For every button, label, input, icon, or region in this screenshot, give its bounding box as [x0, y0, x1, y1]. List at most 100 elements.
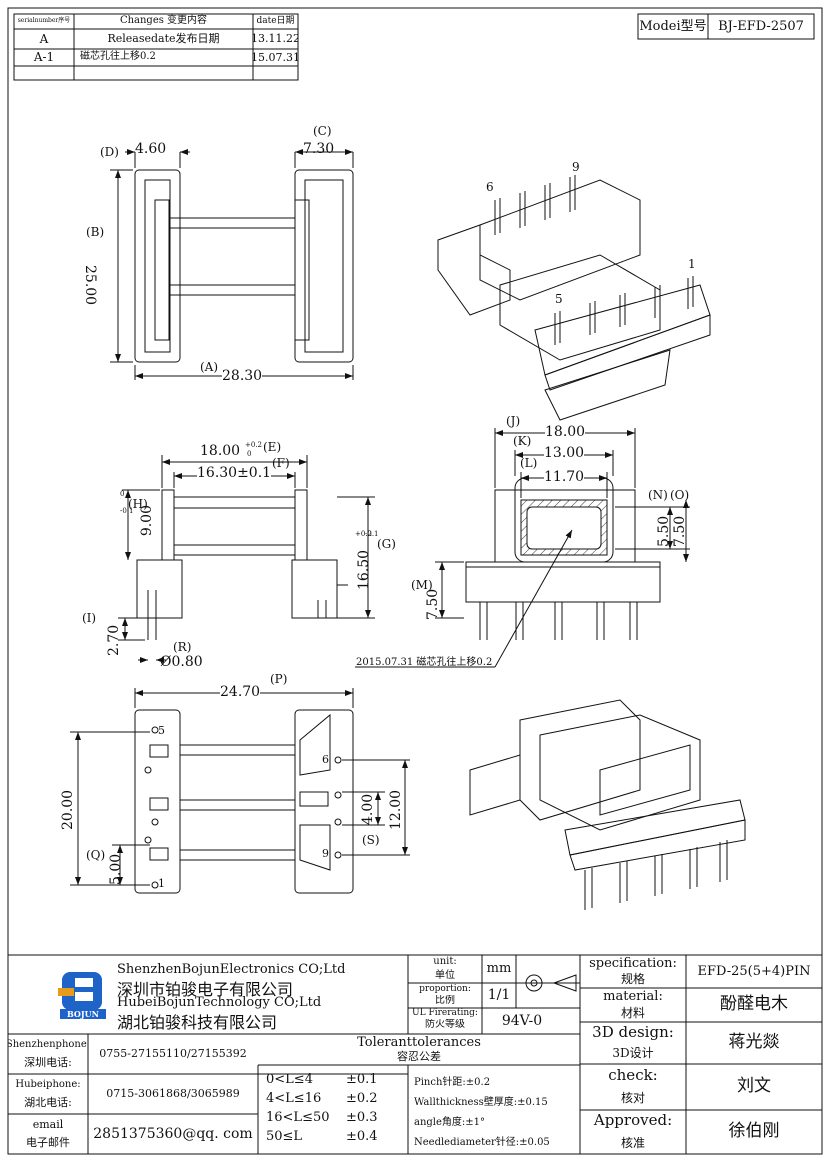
- pin-5-label: 5: [555, 292, 563, 306]
- dim-i-label: (I): [82, 611, 97, 625]
- dim-r-label: (R): [173, 640, 192, 654]
- proportion-value: 1/1: [487, 987, 511, 1004]
- dim-m-value: 7.50: [425, 588, 441, 620]
- row-change: Releasedate发布日期: [107, 32, 220, 46]
- col-changes-header: Changes 变更内容: [119, 15, 208, 27]
- tol-note: Needlediameter针径:±0.05: [414, 1137, 550, 1148]
- dim-s-value2: 12.00: [388, 789, 404, 830]
- row-date: 15.07.31: [253, 50, 298, 64]
- tol-note: angle角度:±1°: [414, 1117, 486, 1128]
- dim-s-value: 4.00: [360, 793, 376, 825]
- dim-n-label: (N): [648, 488, 668, 502]
- col-date-header: date日期: [256, 15, 295, 26]
- revision-table-grid: [13, 13, 299, 81]
- tolerance-title: Toleranttolerances: [357, 1035, 481, 1050]
- dim-h-tol2: -0.1: [120, 507, 134, 515]
- material-label-cn: 材料: [620, 1006, 645, 1021]
- tol-note: Pinch针距:±0.2: [414, 1077, 491, 1088]
- revision-note: 2015.07.31 磁芯孔往上移0.2: [356, 657, 493, 668]
- design-value: 蒋光燚: [728, 1032, 780, 1053]
- approved-value: 徐伯刚: [728, 1121, 780, 1142]
- dim-20-value: 20.00: [60, 789, 76, 830]
- dim-e-tol: +0.2: [245, 441, 262, 449]
- section-view: [355, 428, 690, 668]
- dim-g-tol: +0.2: [355, 530, 372, 538]
- dim-n-value: 5.50: [656, 515, 672, 547]
- dim-a-value: 28.30: [222, 368, 263, 384]
- email-label-cn: 电子邮件: [26, 1136, 70, 1150]
- tol-range: 4<L≤16: [266, 1091, 322, 1106]
- dim-h-label: (H): [128, 497, 148, 511]
- dim-e-value: 18.00: [200, 443, 241, 459]
- design-label-cn: 3D设计: [612, 1046, 654, 1061]
- pin-9-bottom: 9: [322, 847, 329, 860]
- sz-phone-label-cn: 深圳电话:: [24, 1056, 72, 1070]
- company-name-en-2: HubeiBojunTechnology CO;Ltd: [117, 995, 322, 1010]
- title-block-grid: [7, 954, 823, 1155]
- bojun-logo: [58, 972, 102, 1010]
- tol-value: ±0.3: [346, 1110, 378, 1125]
- unit-value: mm: [486, 961, 512, 977]
- check-label: check:: [608, 1065, 658, 1084]
- dim-f-label: (F): [272, 456, 290, 470]
- side-view: [118, 455, 375, 663]
- dim-e-tol2: 0: [247, 450, 252, 458]
- iso-view-bottom: [469, 699, 746, 910]
- dim-l-value: 11.70: [544, 469, 585, 485]
- material-value: 酚醛电木: [720, 994, 788, 1015]
- unit-label-cn: 单位: [435, 969, 455, 981]
- pin-1-label: 1: [688, 257, 696, 271]
- dim-h-value: 9.00: [139, 505, 156, 537]
- company-name-cn-2: 湖北铂骏科技有限公司: [117, 1013, 278, 1032]
- dim-e-label: (E): [263, 440, 282, 454]
- pin-5-bottom: 5: [158, 724, 165, 737]
- company-name-cn-1: 深圳市铂骏电子有限公司: [117, 980, 294, 999]
- dim-p-value: 24.70: [220, 684, 261, 700]
- proportion-label: proportion:: [419, 983, 471, 994]
- row-change: 磁芯孔往上移0.2: [80, 51, 156, 63]
- dim-p-label: (P): [270, 672, 288, 686]
- pin-6-label: 6: [486, 180, 494, 194]
- spec-label: specification:: [589, 955, 677, 971]
- dim-r-value: Ø0.80: [160, 654, 203, 670]
- model-label: Modei型号: [639, 18, 707, 34]
- dim-j-value: 18.00: [545, 424, 586, 440]
- dim-g-value: 16.50: [356, 549, 372, 590]
- dim-s-label: (S): [362, 833, 380, 847]
- dim-o-label: (O): [670, 488, 690, 502]
- dim-o-value: 7.50: [672, 515, 688, 547]
- dim-d-label: (D): [100, 145, 119, 159]
- hb-phone-label: Hubeiphone:: [15, 1078, 81, 1090]
- dim-g-label: (G): [377, 537, 396, 551]
- pin-1-bottom: 1: [158, 877, 165, 890]
- dim-c-label: (C): [313, 124, 332, 138]
- tol-value: ±0.2: [346, 1091, 378, 1106]
- tol-value: ±0.4: [346, 1129, 378, 1144]
- email-value: 2851375360@qq. com: [93, 1125, 253, 1142]
- tol-note: Wallthickness壁厚度:±0.15: [414, 1097, 548, 1108]
- hb-phone-label-cn: 湖北电话:: [24, 1096, 72, 1110]
- approved-label-cn: 核准: [620, 1135, 645, 1150]
- spec-label-cn: 规格: [620, 972, 645, 987]
- dim-h-tol: 0: [120, 490, 125, 498]
- col-serial-header: serialnumber序号: [17, 17, 71, 25]
- model-value: BJ-EFD-2507: [718, 18, 804, 34]
- logo-text: BOJUN: [60, 1009, 106, 1019]
- pin-9-label: 9: [572, 160, 580, 174]
- dim-a-label: (A): [200, 360, 219, 374]
- spec-value: EFD-25(5+4)PIN: [697, 963, 811, 979]
- row-date: 13.11.22: [253, 32, 298, 46]
- approved-label: Approved:: [593, 1111, 673, 1130]
- tol-range: 16<L≤50: [266, 1110, 330, 1125]
- pin-6-bottom: 6: [322, 753, 329, 766]
- dim-k-value: 13.00: [544, 445, 585, 461]
- dim-j-label: (J): [506, 414, 521, 428]
- tol-range: 50≤L: [266, 1129, 303, 1144]
- front-view: [110, 149, 354, 380]
- dim-b-label: (B): [86, 225, 105, 239]
- proportion-label-cn: 比例: [435, 995, 455, 1007]
- model-box: [637, 13, 815, 40]
- dim-f-value: 16.30±0.1: [197, 465, 272, 481]
- dim-d-value: 4.60: [135, 141, 167, 157]
